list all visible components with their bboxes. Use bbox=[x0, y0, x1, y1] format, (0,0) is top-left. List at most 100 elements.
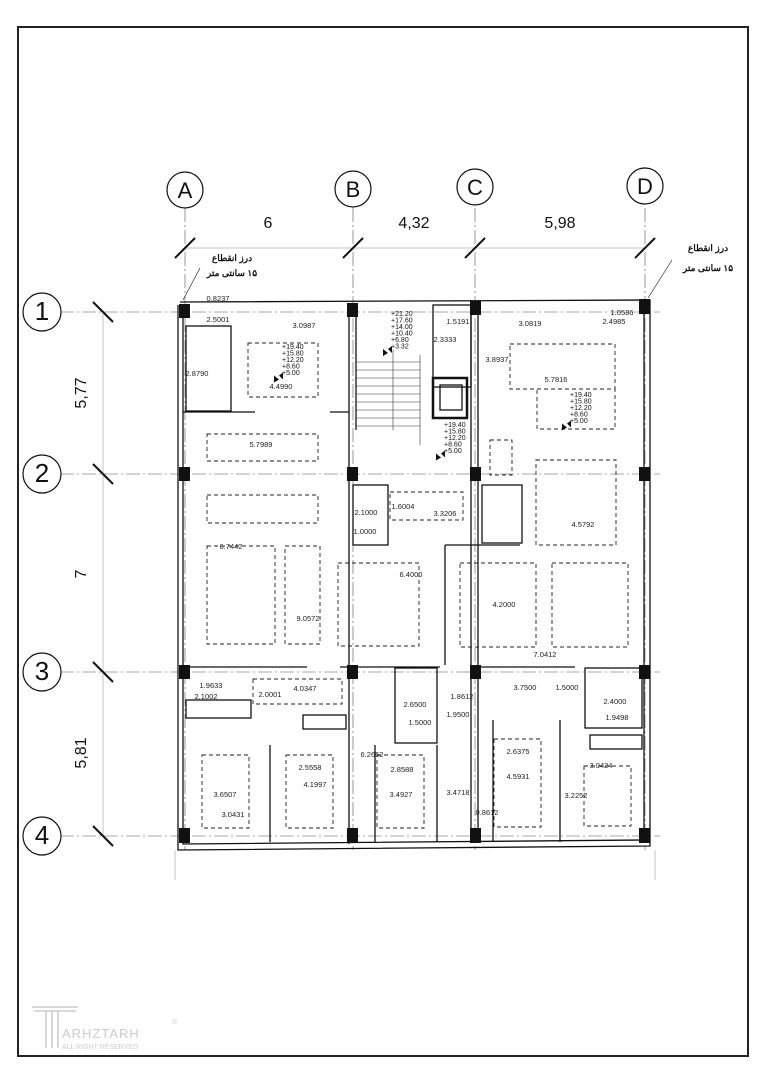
dimension-label: 1.9498 bbox=[606, 713, 629, 722]
dimension-label: 9.0572 bbox=[297, 614, 320, 623]
logo-name: ARHZTARH bbox=[62, 1026, 140, 1041]
column-span: 5,98 bbox=[544, 215, 575, 232]
elevation-label: +14.00 bbox=[391, 324, 413, 331]
dimension-label: 2.4985 bbox=[603, 317, 626, 326]
dimension-label: 3.0431 bbox=[222, 810, 245, 819]
elevation-label: +15.80 bbox=[570, 399, 592, 406]
dimension-label: 1.9633 bbox=[200, 681, 223, 690]
dimension-label: 4.5792 bbox=[572, 520, 595, 529]
dimension-label: 3.3206 bbox=[434, 509, 457, 518]
dimension-label: 0.8237 bbox=[207, 294, 230, 303]
dimension-label: 5.7989 bbox=[250, 440, 273, 449]
dimension-label: 2.6500 bbox=[404, 700, 427, 709]
row-span: 5,77 bbox=[73, 377, 90, 408]
logo-pillar-icon bbox=[32, 1006, 78, 1048]
dimension-label: 3.6507 bbox=[214, 790, 237, 799]
elevation-label: +8.60 bbox=[444, 442, 462, 449]
dimension-label: 2.8790 bbox=[186, 369, 209, 378]
elevation-label: +15.80 bbox=[282, 351, 304, 358]
logo-registered-mark: ® bbox=[172, 1018, 178, 1026]
dimension-label: 5.7816 bbox=[545, 375, 568, 384]
grid-label-row: 4 bbox=[35, 820, 49, 850]
elevation-label: +12.20 bbox=[570, 405, 592, 412]
grid-label-column: C bbox=[467, 175, 483, 200]
dimension-label: 3.4718 bbox=[447, 788, 470, 797]
row-span: 5,81 bbox=[73, 737, 90, 768]
dimension-label: 2.6375 bbox=[507, 747, 530, 756]
expansion-joint-note-left: ۱۵ سانتی متر bbox=[206, 268, 257, 279]
dimension-label: 4.0347 bbox=[294, 684, 317, 693]
dimension-lines bbox=[102, 247, 656, 880]
dimension-label: 6.7442 bbox=[220, 542, 243, 551]
level-marker-icon bbox=[274, 372, 283, 383]
elevation-label: +6.80 bbox=[391, 337, 409, 344]
dimension-label: 1.5000 bbox=[409, 718, 432, 727]
grid-label-row: 2 bbox=[35, 458, 49, 488]
column-span: 6 bbox=[264, 215, 273, 232]
dimension-label: 3.2252 bbox=[565, 791, 588, 800]
dimension-label: 1.0586 bbox=[611, 308, 634, 317]
dimension-label: 3.8937 bbox=[486, 355, 509, 364]
dimension-label: 4.1997 bbox=[304, 780, 327, 789]
staircase bbox=[356, 350, 421, 445]
grid-label-column: D bbox=[637, 174, 653, 199]
dimension-label: 1.5191 bbox=[447, 317, 470, 326]
dimension-label: 3.7500 bbox=[514, 683, 537, 692]
elevation-label: +12.20 bbox=[444, 435, 466, 442]
elevation-label: +5.00 bbox=[570, 418, 588, 425]
dimension-label: 2.5001 bbox=[207, 315, 230, 324]
expansion-joint-note-right: ۱۵ سانتی متر bbox=[682, 263, 733, 274]
elevation-label: +3.32 bbox=[391, 344, 409, 351]
dimension-label: 3.0424 bbox=[590, 761, 613, 770]
drawing-frame bbox=[17, 26, 749, 1057]
dimension-label: 0.8612 bbox=[476, 808, 499, 817]
dimension-label: 6.2652 bbox=[361, 750, 384, 759]
grid-label-row: 1 bbox=[35, 296, 49, 326]
column-span: 4,32 bbox=[398, 215, 429, 232]
elevation-label: +19.40 bbox=[444, 422, 466, 429]
dimension-label: 1.0000 bbox=[354, 527, 377, 536]
dimension-label: 3.4927 bbox=[390, 790, 413, 799]
dimension-label: 1.6004 bbox=[392, 502, 415, 511]
dimension-label: 7.0412 bbox=[534, 650, 557, 659]
expansion-joint-note-left: درز انقطاع bbox=[212, 253, 252, 264]
grid-label-column: A bbox=[178, 178, 193, 203]
elevation-label: +19.40 bbox=[282, 344, 304, 351]
dimension-label: 6.4000 bbox=[400, 570, 423, 579]
grid-label-row: 3 bbox=[35, 656, 49, 686]
level-marker-icon bbox=[436, 450, 445, 461]
grid-bubbles bbox=[22, 167, 664, 856]
dimension-label: 1.9500 bbox=[447, 710, 470, 719]
dimension-label: 3.0819 bbox=[519, 319, 542, 328]
note-leaders bbox=[182, 259, 673, 301]
dimension-label: 4.5931 bbox=[507, 772, 530, 781]
dimension-label: 2.1000 bbox=[355, 508, 378, 517]
dimension-label: 1.8612 bbox=[451, 692, 474, 701]
dimension-label: 2.0001 bbox=[259, 690, 282, 699]
dimension-label: 4.2000 bbox=[493, 600, 516, 609]
dimension-label: 2.5558 bbox=[299, 763, 322, 772]
dimension-label: 2.8588 bbox=[391, 765, 414, 774]
dimension-label: 3.0987 bbox=[293, 321, 316, 330]
level-marker-icon bbox=[383, 346, 392, 356]
logo: ARHZTARH ALL RIGHT RESERVED ® bbox=[32, 1006, 178, 1051]
elevation-label: +12.20 bbox=[282, 357, 304, 364]
dimension-label: 2.3333 bbox=[434, 335, 457, 344]
elevation-label: +5.00 bbox=[444, 448, 462, 455]
elevation-label: +10.40 bbox=[391, 331, 413, 338]
elevation-label: +8.60 bbox=[282, 364, 300, 371]
furniture-outlines bbox=[201, 342, 632, 829]
elevation-label: +15.80 bbox=[444, 429, 466, 436]
structural-columns bbox=[179, 299, 650, 843]
elevation-label: +19.40 bbox=[570, 392, 592, 399]
row-span: 7 bbox=[73, 569, 90, 578]
elevation-label: +8.60 bbox=[570, 412, 588, 419]
dimension-label: 4.4990 bbox=[270, 382, 293, 391]
level-marker-icon bbox=[562, 420, 571, 431]
walls bbox=[177, 299, 651, 851]
elevation-label: +21.20 bbox=[391, 311, 413, 318]
grid-label-column: B bbox=[346, 177, 361, 202]
dimension-label: 2.4000 bbox=[604, 697, 627, 706]
grid-ticks bbox=[92, 237, 656, 847]
